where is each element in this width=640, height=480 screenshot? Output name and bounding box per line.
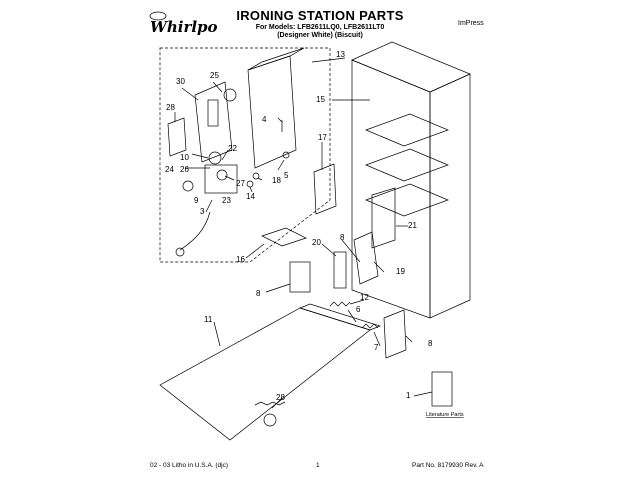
callout-14: 14 (246, 192, 255, 201)
housing-top (247, 47, 305, 71)
callout-7: 8 (340, 233, 345, 242)
cabinet-shelf-2 (365, 148, 449, 182)
callout-8b: 8 (428, 339, 433, 348)
callout-21: 21 (408, 221, 417, 230)
cabinet-shelf-1 (365, 113, 449, 147)
callout-3: 4 (262, 115, 267, 124)
callout-9: 9 (194, 196, 199, 205)
screw-14 (246, 180, 254, 188)
callout-4: 5 (284, 171, 289, 180)
callout-6: 7 (374, 343, 379, 352)
callout-2: 3 (200, 207, 205, 216)
knob-25 (223, 88, 237, 102)
impress-label: ImPress (458, 20, 484, 27)
latch-19 (353, 231, 379, 285)
literature-card (431, 371, 453, 407)
switch-knob (208, 151, 222, 165)
logo-wordmark: Whirlpool (150, 18, 218, 36)
callout-5: 6 (356, 305, 361, 314)
callout-25: 25 (210, 71, 219, 80)
assembly-enclosure (159, 47, 331, 263)
spring-12 (329, 301, 351, 307)
screw-18 (252, 172, 260, 180)
callout-11: 11 (204, 315, 213, 324)
spring-29 (254, 401, 286, 406)
footer-part-number: Part No. 8179930 Rev. A (412, 462, 484, 469)
trim-20 (333, 251, 347, 289)
callout-10: 10 (180, 153, 189, 162)
page-title: IRONING STATION PARTS (236, 8, 404, 23)
housing-13 (247, 55, 297, 169)
callout-1: 1 (406, 391, 411, 400)
models-line: For Models: LFB2611LQ0, LFB2611LT0 (255, 24, 385, 31)
callout-30: 30 (176, 77, 185, 86)
callout-24: 24 (165, 165, 174, 174)
power-cord (179, 211, 211, 251)
callout-13: 13 (336, 50, 345, 59)
handle-16 (261, 227, 307, 247)
colors-line: (Designer White) (Biscuit) (277, 32, 363, 39)
pad-17 (313, 163, 337, 215)
callout-8a: 8 (256, 289, 261, 298)
footer-page-number: 1 (316, 462, 320, 469)
board-hinge (298, 303, 382, 331)
part-24 (182, 180, 194, 192)
spring-5 (361, 323, 379, 329)
callout-19: 19 (396, 267, 405, 276)
bezel-8-bottom (383, 309, 407, 359)
callout-23: 23 (222, 196, 231, 205)
callout-16: 16 (236, 255, 245, 264)
switch-assembly (204, 164, 238, 194)
footer-litho: 02 - 03 Litho in U.S.A. (djc) (150, 462, 229, 469)
callout-22: 22 (228, 144, 237, 153)
switch-cap (216, 169, 228, 181)
callout-20: 20 (312, 238, 321, 247)
callout-18: 18 (272, 176, 281, 185)
mount-bracket (194, 81, 233, 163)
bracket-slot (207, 99, 219, 127)
cabinet-side-right (429, 73, 471, 319)
vent-mesh-21 (371, 187, 396, 249)
cabinet-shelf-3 (365, 183, 449, 217)
callout-26: 26 (180, 165, 189, 174)
callout-17: 17 (318, 133, 327, 142)
bezel-8-top (289, 261, 311, 293)
literature-parts-label: Literature Parts (426, 412, 464, 418)
callout-28: 28 (166, 103, 175, 112)
cabinet-top (351, 41, 471, 93)
callout-29: 28 (276, 393, 285, 402)
plate-28 (167, 117, 187, 157)
nut-4 (282, 151, 290, 159)
callout-15: 15 (316, 95, 325, 104)
callout-12: 12 (360, 293, 369, 302)
callout-27: 27 (236, 179, 245, 188)
ironing-board (159, 307, 371, 441)
cord-plug (175, 247, 185, 257)
gear-29 (263, 413, 277, 427)
whirlpool-logo: Whirlpool (148, 10, 234, 36)
